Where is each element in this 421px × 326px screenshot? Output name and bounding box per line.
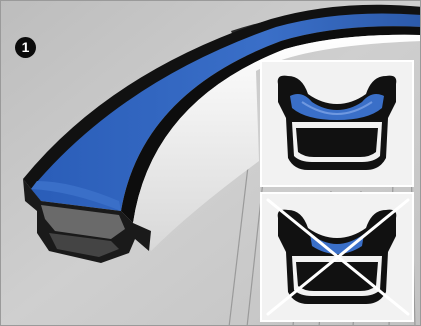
correct-placement-inset <box>260 60 414 187</box>
rim-profile-correct <box>262 62 412 185</box>
step-number-badge: 1 <box>15 37 36 58</box>
incorrect-placement-inset <box>260 192 414 322</box>
rim-profile-incorrect <box>262 194 412 320</box>
